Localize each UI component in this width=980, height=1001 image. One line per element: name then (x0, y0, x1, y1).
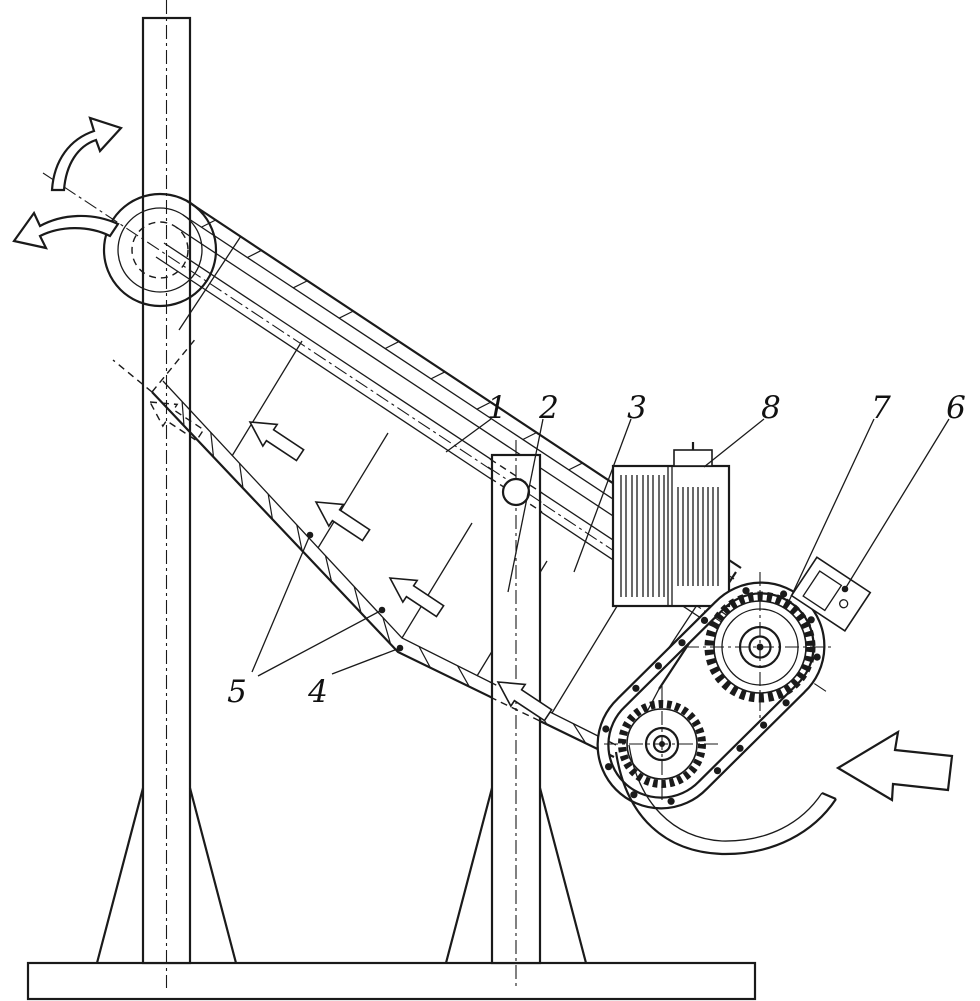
label-4: 4 (307, 674, 328, 710)
leader-5a (251, 534, 311, 673)
rotation-arrow-icon (50, 116, 123, 192)
electric-motor (611, 442, 731, 608)
part-labels: 1 2 3 8 7 6 5 4 (227, 390, 966, 710)
label-3: 3 (627, 390, 647, 426)
flow-arrow-icon (496, 681, 553, 722)
flow-arrow-icon (388, 577, 445, 618)
flow-arrows (12, 116, 954, 802)
feed-arrow-icon (835, 729, 954, 802)
large-sprocket (685, 572, 835, 722)
motor-fins-left (620, 475, 665, 597)
chain-rollers (602, 587, 821, 805)
leader-4 (331, 647, 401, 675)
chute-inner (628, 744, 823, 842)
pivot-hole (501, 477, 531, 507)
leader-2 (507, 418, 544, 593)
label-5: 5 (227, 674, 247, 710)
leader-dot (396, 644, 404, 652)
label-7: 7 (871, 390, 891, 426)
chute-lip (821, 791, 837, 801)
material-flow-arrows (248, 421, 553, 722)
chain-inner (598, 583, 824, 808)
leader-6 (844, 418, 950, 590)
motor-terminal-box (673, 449, 713, 467)
motor-body (611, 464, 731, 608)
mid-gusset-left (444, 787, 494, 964)
left-gusset-right (188, 787, 238, 964)
label-8: 8 (761, 390, 781, 426)
flow-arrow-icon (314, 501, 371, 542)
label-1: 1 (487, 390, 507, 426)
leader-3 (573, 418, 632, 573)
motor-fins-right (677, 487, 719, 586)
left-gusset-left (95, 787, 145, 964)
tensioner-bracket (790, 556, 872, 633)
leader-dot (378, 606, 386, 614)
pivot-post (487, 440, 545, 988)
hidden-shaft-upper (489, 458, 543, 494)
leader-dot (306, 531, 314, 539)
cutaway-hidden-line-b (112, 359, 153, 393)
leader-8 (703, 418, 765, 468)
head-flange-line (178, 235, 242, 331)
mid-gusset-right (538, 787, 588, 964)
small-sprocket (604, 686, 720, 802)
discharge-arrow-icon (12, 210, 120, 250)
leader-7 (788, 418, 875, 602)
head-drum-hidden-circle (131, 221, 189, 279)
chute-outer (614, 751, 837, 856)
label-2: 2 (538, 390, 559, 426)
flow-arrow-icon (248, 421, 305, 462)
hidden-bottom-outer (489, 696, 543, 723)
leader-dot (841, 585, 849, 593)
hidden-shaft-lower (489, 477, 543, 513)
chain-drive (596, 556, 872, 810)
head-drum-outer-circle (102, 192, 218, 308)
feed-chute (614, 744, 837, 856)
base-plate (26, 961, 757, 1001)
leader-1 (445, 418, 492, 453)
material-flow-arrow-hidden (148, 401, 205, 442)
shell-bottom-outer (151, 391, 615, 758)
head-drum-inner-circle (117, 207, 203, 293)
label-6: 6 (946, 390, 966, 426)
leader-5b (257, 609, 383, 677)
base-structure (26, 0, 757, 1001)
